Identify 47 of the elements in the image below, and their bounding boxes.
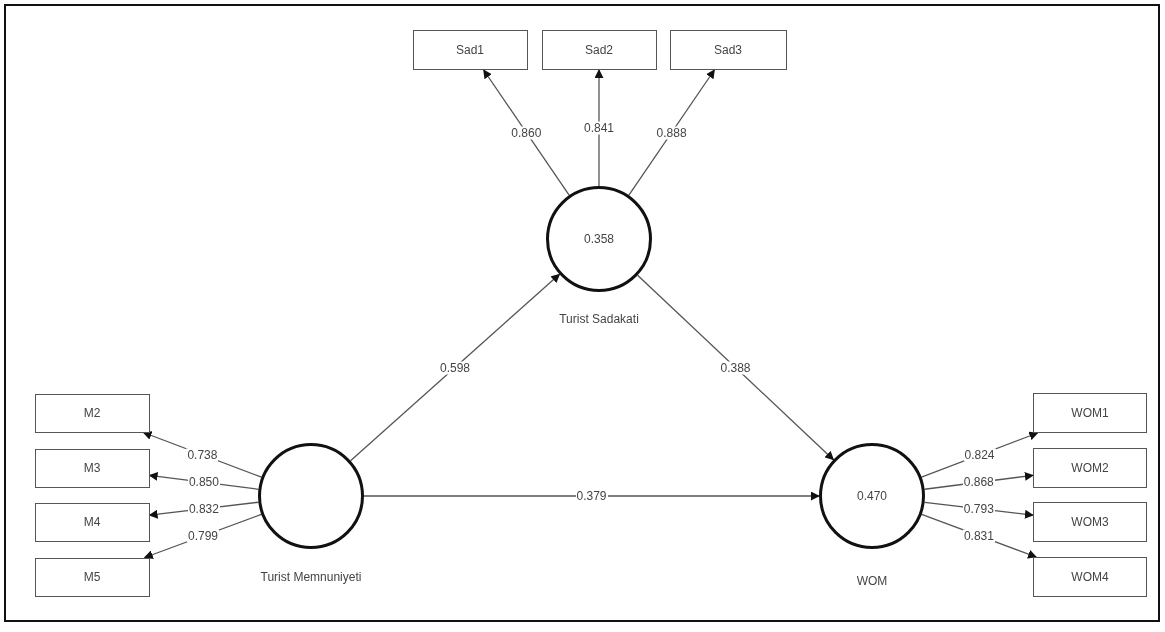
- indicator-label: Sad1: [456, 43, 484, 57]
- edge-label: 0.841: [583, 121, 615, 135]
- edge-label: 0.793: [962, 502, 995, 516]
- indicator-box: [34, 557, 150, 597]
- edge-label: 0.850: [187, 475, 220, 489]
- edge-label: 0.832: [187, 502, 220, 516]
- indicator-label: M2: [83, 406, 101, 420]
- construct-label: Turist Sadakati: [558, 312, 640, 327]
- indicator-box: [1033, 502, 1147, 542]
- construct-label: Turist Memnuniyeti: [259, 570, 363, 585]
- edge-label: 0.379: [575, 489, 608, 503]
- indicator-label: M5: [83, 570, 101, 584]
- indicator-box: [1033, 448, 1147, 488]
- indicator-box: [669, 30, 787, 70]
- indicator-box: [412, 30, 528, 70]
- edge-label: 0.831: [962, 529, 995, 543]
- edge-label: 0.388: [719, 361, 752, 374]
- indicator-label: M4: [83, 515, 101, 529]
- edge-label: 0.860: [510, 126, 543, 140]
- r-squared-value: 0.358: [584, 232, 614, 246]
- indicator-label: Sad2: [585, 43, 613, 57]
- edge-label: 0.868: [962, 475, 995, 489]
- indicator-label: M3: [83, 461, 101, 475]
- arrow: [636, 274, 835, 461]
- edge-label: 0.799: [187, 529, 219, 543]
- indicator-label: WOM4: [1071, 570, 1109, 584]
- edge-label: 0.824: [963, 448, 996, 462]
- arrow: [483, 69, 570, 196]
- arrow: [363, 491, 820, 501]
- arrow: [349, 273, 561, 462]
- indicator-box: [34, 393, 150, 433]
- indicator-box: [1033, 557, 1147, 597]
- edge-label: 0.738: [186, 448, 219, 462]
- arrow: [594, 69, 604, 187]
- indicator-label: WOM1: [1071, 406, 1109, 420]
- indicator-label: Sad3: [714, 43, 742, 57]
- construct-label: WOM: [855, 574, 889, 589]
- indicator-box: [541, 30, 657, 70]
- r-squared-value: 0.470: [857, 489, 887, 503]
- edge-label: 0.598: [439, 361, 471, 374]
- indicator-box: [34, 448, 150, 488]
- indicator-box: [1033, 393, 1147, 433]
- indicator-box: [34, 502, 150, 542]
- edge-label: 0.888: [655, 126, 688, 140]
- indicator-label: WOM2: [1071, 461, 1109, 475]
- arrow: [628, 69, 715, 196]
- indicator-label: WOM3: [1071, 515, 1109, 529]
